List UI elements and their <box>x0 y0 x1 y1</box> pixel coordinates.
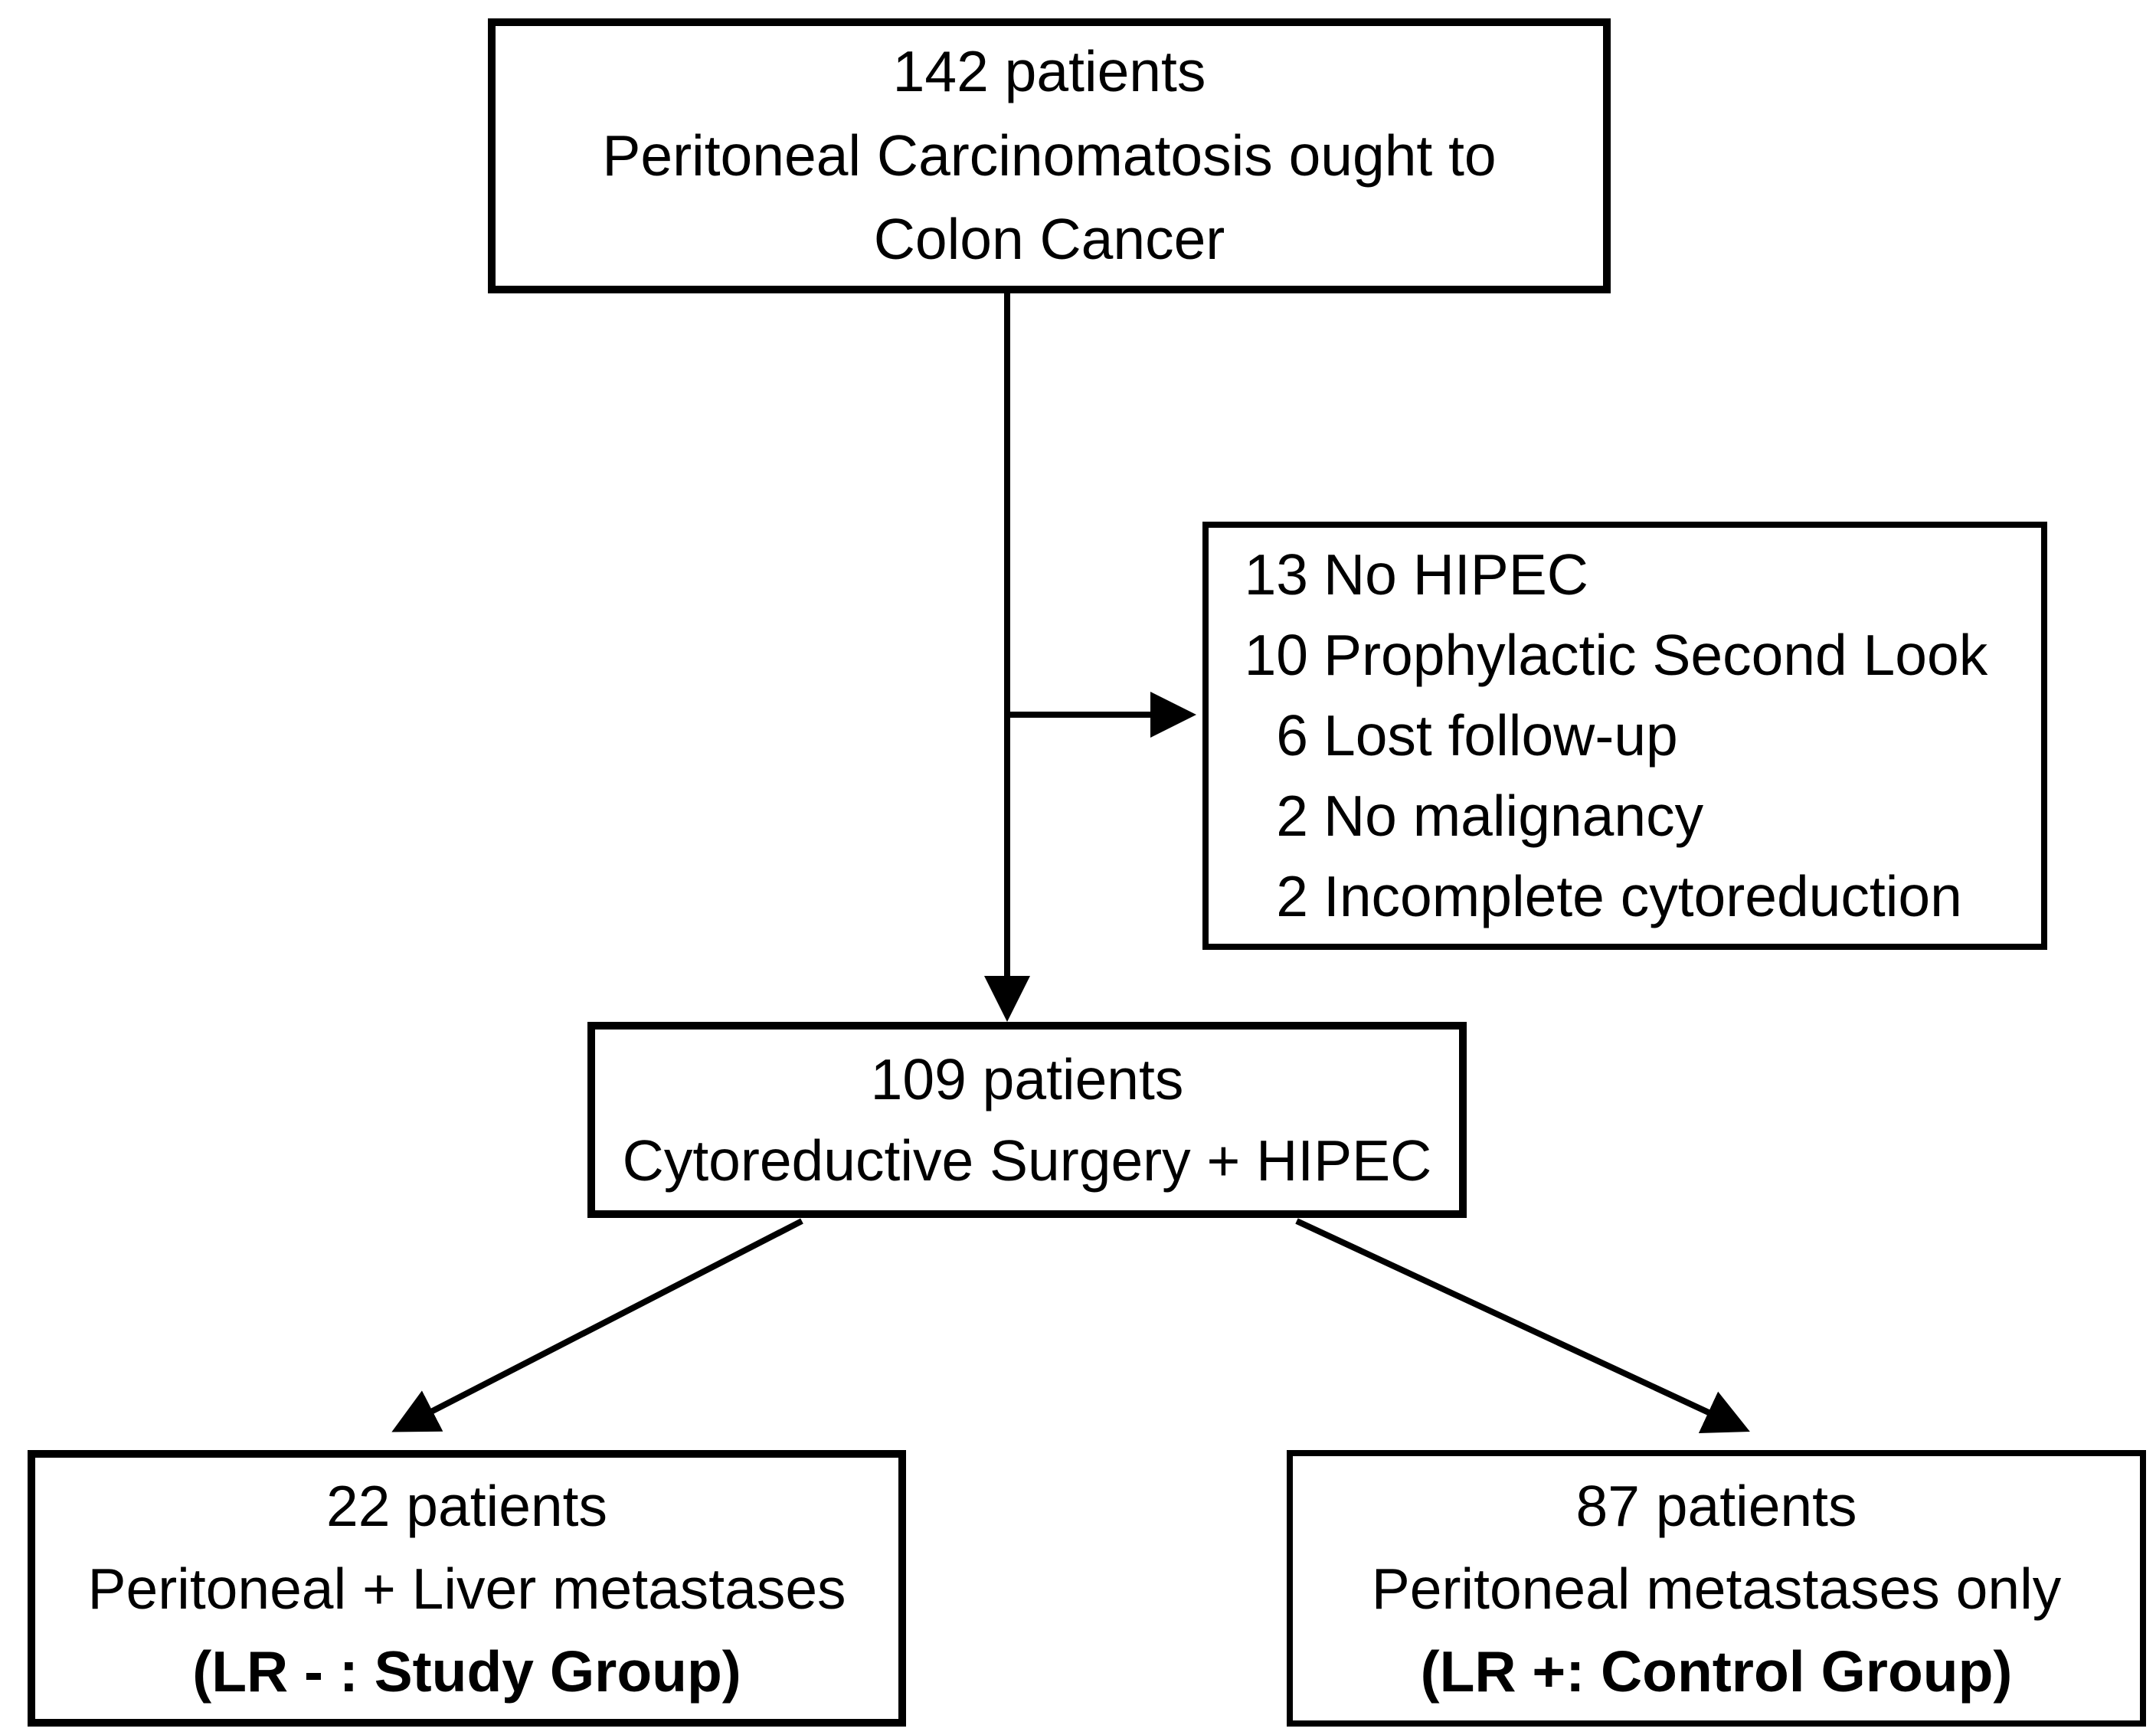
exclusions-box: 13 No HIPEC 10 Prophylactic Second Look … <box>1202 522 2047 950</box>
study-group-box: 22 patients Peritoneal + Liver metastase… <box>28 1450 906 1727</box>
control-group-box: 87 patients Peritoneal metastases only (… <box>1287 1450 2146 1727</box>
treated-box: 109 patients Cytoreductive Surgery + HIP… <box>587 1022 1467 1218</box>
enrollment-line-3: Colon Cancer <box>873 207 1225 272</box>
exclusion-item: 2 No malignancy <box>1244 776 1703 856</box>
exclusion-count: 10 <box>1244 623 1308 687</box>
study-group-line-2: Peritoneal + Liver metastases <box>87 1556 846 1621</box>
exclusion-item: 6 Lost follow-up <box>1244 696 1678 776</box>
exclusion-label: No HIPEC <box>1323 542 1588 607</box>
enrollment-line-2: Peritoneal Carcinomatosis ought to <box>602 123 1497 188</box>
study-group-line-1: 22 patients <box>326 1473 607 1538</box>
exclusion-label: No malignancy <box>1323 784 1704 848</box>
exclusion-count: 13 <box>1244 542 1308 607</box>
exclusion-label: Incomplete cytoreduction <box>1323 864 1962 928</box>
exclusion-count: 2 <box>1276 784 1308 848</box>
exclusion-item: 10 Prophylactic Second Look <box>1244 615 1988 696</box>
arrow-treated-to-control-group <box>1295 1218 1750 1433</box>
control-group-line-2: Peritoneal metastases only <box>1371 1556 2062 1621</box>
exclusion-count: 6 <box>1276 703 1308 768</box>
study-group-label: (LR - : Study Group) <box>192 1638 741 1704</box>
exclusion-item: 2 Incomplete cytoreduction <box>1244 856 1962 937</box>
control-group-line-1: 87 patients <box>1575 1473 1857 1538</box>
exclusion-count: 2 <box>1276 864 1308 928</box>
treated-line-1: 109 patients <box>870 1046 1184 1111</box>
enrollment-box: 142 patients Peritoneal Carcinomatosis o… <box>488 18 1611 293</box>
enrollment-line-1: 142 patients <box>892 39 1206 104</box>
control-group-label: (LR +: Control Group) <box>1420 1638 2013 1704</box>
arrow-treated-to-study-group <box>391 1218 803 1432</box>
exclusion-label: Prophylactic Second Look <box>1323 623 1988 687</box>
exclusion-item: 13 No HIPEC <box>1244 535 1588 615</box>
treated-line-2: Cytoreductive Surgery + HIPEC <box>622 1128 1432 1193</box>
exclusion-label: Lost follow-up <box>1323 703 1678 768</box>
